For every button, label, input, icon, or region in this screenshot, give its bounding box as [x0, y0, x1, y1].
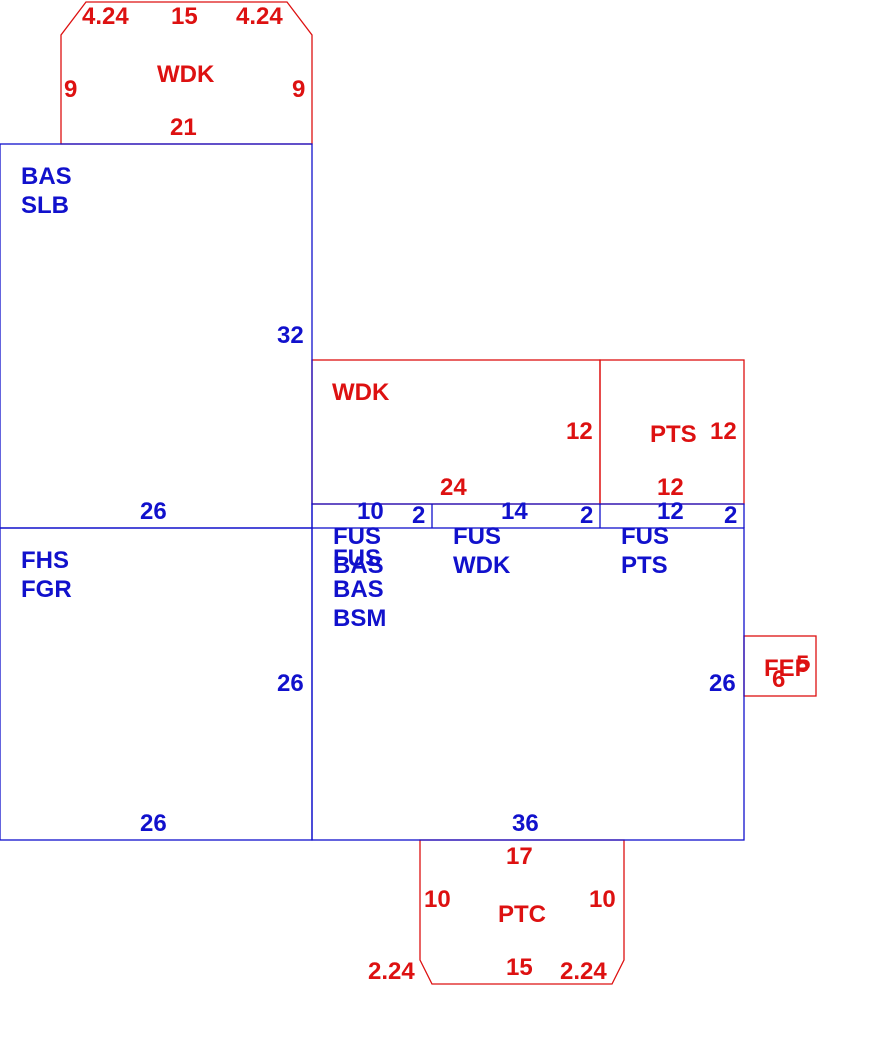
fhs-dim-right: 26 — [277, 670, 304, 697]
fus-bas-code-3: BAS — [333, 552, 384, 579]
fus-bas-code-1: FUS — [333, 523, 381, 550]
fep-code: FEP — [764, 655, 811, 682]
fhs-code: FHS — [21, 547, 69, 574]
slb-code: SLB — [21, 192, 69, 219]
fus-pts-code-2: PTS — [621, 552, 668, 579]
ptc-dim-bottom-right-chamfer: 2.24 — [560, 958, 607, 985]
fus-strip-outline — [311, 503, 745, 528]
bas-code: BAS — [21, 163, 72, 190]
main-outline — [311, 527, 745, 841]
fus-pts-code-1: FUS — [621, 523, 669, 550]
main-dim-bottom: 36 — [512, 810, 539, 837]
bas-dim-bottom: 26 — [140, 498, 167, 525]
fhs-outline — [0, 527, 313, 841]
fus-dim-seg3: 12 — [657, 498, 684, 525]
fep-dim-right: 5 — [796, 651, 809, 678]
fus-dim-seg1: 10 — [357, 498, 384, 525]
wdk-mid-code: WDK — [332, 379, 390, 406]
fus-wdk-code-2: WDK — [453, 552, 511, 579]
bas-dim-right: 32 — [277, 322, 304, 349]
wdk-top-dim-top-right-chamfer: 4.24 — [236, 3, 283, 30]
wdk-mid-dim-bottom: 24 — [440, 474, 467, 501]
fus-dim-step3: 2 — [724, 502, 737, 529]
ptc-dim-bottom-left-chamfer: 2.24 — [368, 958, 415, 985]
ptc-code: PTC — [498, 901, 546, 928]
pts-code: PTS — [650, 421, 697, 448]
wdk-top-dim-right: 9 — [292, 76, 305, 103]
fus-dim-step1: 2 — [412, 502, 425, 529]
fep-dim-bottom: 6 — [772, 666, 785, 693]
ptc-dim-bottom: 15 — [506, 954, 533, 981]
fhs-dim-bottom: 26 — [140, 810, 167, 837]
fus-bas-code-2: FUS — [333, 545, 381, 572]
wdk-top-dim-top-left-chamfer: 4.24 — [82, 3, 129, 30]
ptc-dim-top: 17 — [506, 843, 533, 870]
pts-dim-bottom: 12 — [657, 474, 684, 501]
wdk-top-dim-left: 9 — [64, 76, 77, 103]
ptc-dim-left: 10 — [424, 886, 451, 913]
main-dim-right: 26 — [709, 670, 736, 697]
fus-bas-code-4: BAS — [333, 576, 384, 603]
fus-wdk-code-1: FUS — [453, 523, 501, 550]
pts-dim-right: 12 — [710, 418, 737, 445]
fus-dim-seg2: 14 — [501, 498, 528, 525]
fus-bas-code-5: BSM — [333, 605, 386, 632]
wdk-top-dim-top: 15 — [171, 3, 198, 30]
fus-dim-step2: 2 — [580, 502, 593, 529]
fgr-code: FGR — [21, 576, 72, 603]
wdk-top-dim-bottom: 21 — [170, 114, 197, 141]
ptc-dim-right: 10 — [589, 886, 616, 913]
wdk-mid-dim-right: 12 — [566, 418, 593, 445]
wdk-top-code: WDK — [157, 61, 215, 88]
